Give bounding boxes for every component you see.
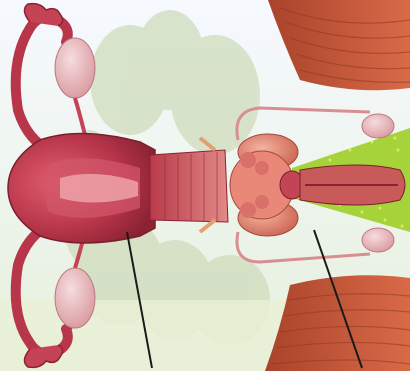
vaginal-canal <box>150 150 228 222</box>
testis-lower <box>362 228 394 252</box>
testis-upper <box>362 114 394 138</box>
ovary-lower <box>55 268 95 328</box>
ovary-upper <box>55 38 95 98</box>
